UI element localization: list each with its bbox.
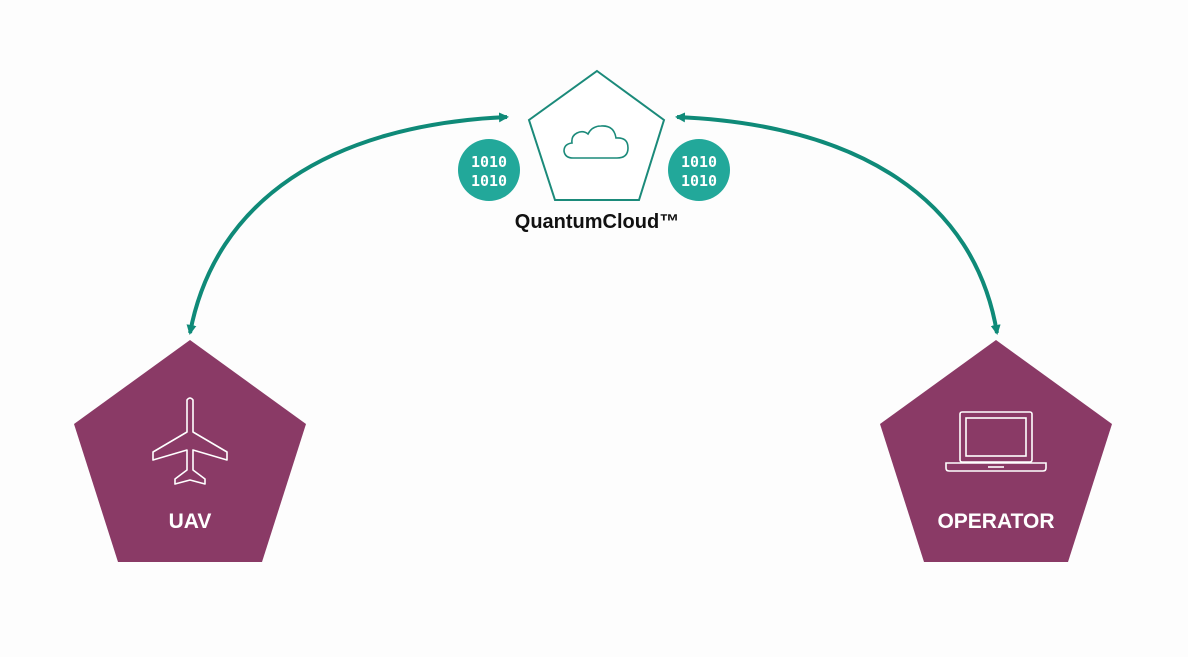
badge-circle <box>458 139 520 201</box>
quantum-cloud-node: QuantumCloud™ <box>515 69 679 233</box>
operator-node: OPERATOR <box>880 340 1112 562</box>
cloud-icon <box>563 125 629 159</box>
binary-line-2: 1010 <box>681 172 717 190</box>
binary-line-2: 1010 <box>471 172 507 190</box>
binary-badge-right: 1010 1010 <box>668 139 730 201</box>
binary-line-1: 1010 <box>681 153 717 171</box>
uav-pentagon <box>74 340 306 562</box>
cloud-pentagon-outline <box>527 69 666 201</box>
operator-label: OPERATOR <box>937 510 1054 533</box>
binary-badge-left: 1010 1010 <box>458 139 520 201</box>
arrow-uav-to-cloud <box>186 112 509 335</box>
uav-node: UAV <box>74 340 306 562</box>
binary-line-1: 1010 <box>471 153 507 171</box>
arrow-cloud-to-operator <box>675 112 1001 335</box>
cloud-label: QuantumCloud™ <box>515 211 679 233</box>
uav-label: UAV <box>169 510 212 533</box>
operator-pentagon <box>880 340 1112 562</box>
badge-circle <box>668 139 730 201</box>
laptop-icon <box>945 411 1047 472</box>
airplane-icon <box>152 397 228 485</box>
